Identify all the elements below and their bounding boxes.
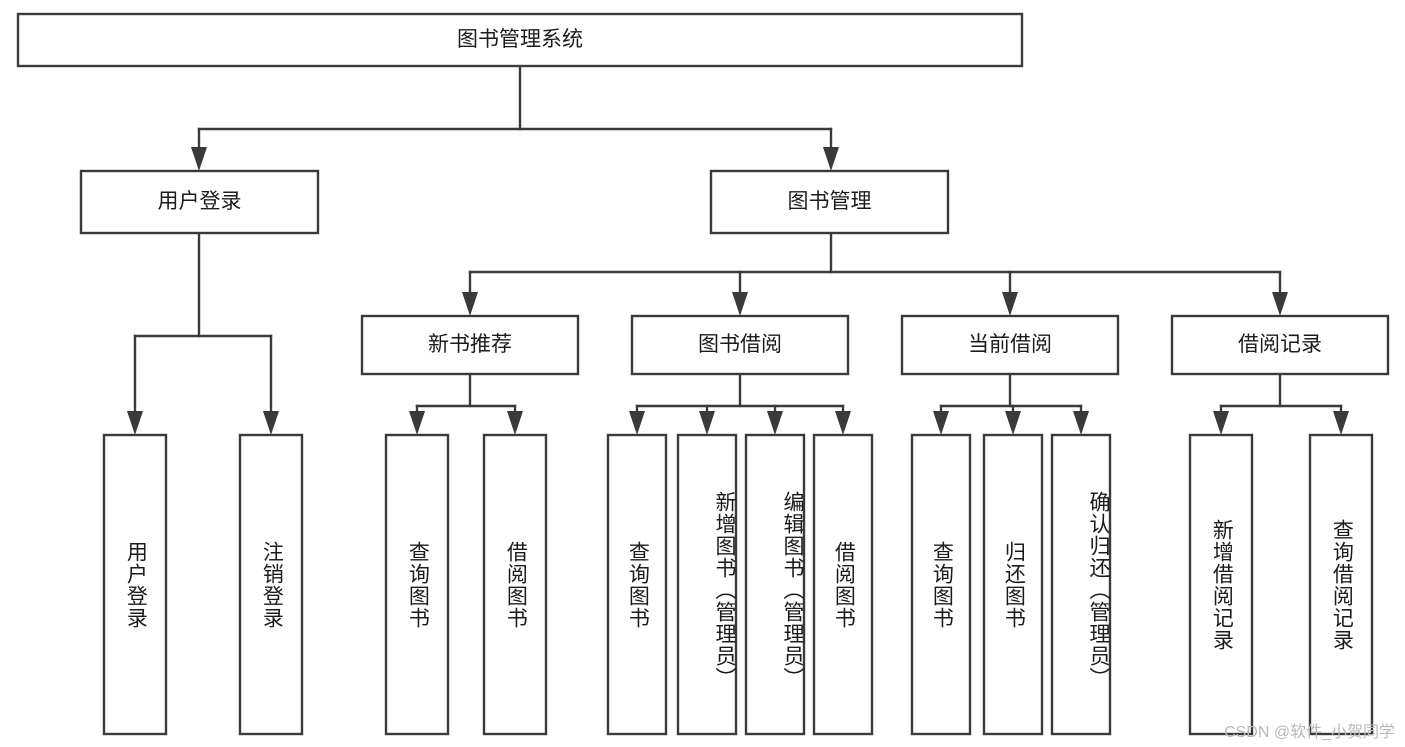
node-box-leaf-return-book[interactable]	[982, 433, 1044, 736]
connector-current-borrow-to-leaves	[933, 372, 1089, 435]
node-box-leaf-query-book-recommend[interactable]	[384, 433, 450, 736]
arrow-to-leaf-query-book-recommend	[409, 411, 425, 435]
arrow-to-leaf-edit-book-admin	[767, 411, 783, 435]
arrow-to-user-login	[191, 147, 207, 171]
arrow-to-current-borrow	[1002, 292, 1018, 316]
arrow-to-leaf-query-book-borrow	[629, 411, 645, 435]
node-box-leaf-user-login[interactable]	[102, 433, 168, 736]
arrow-to-leaf-logout-login	[263, 411, 279, 435]
connector-borrow-records-to-leaves	[1213, 372, 1349, 435]
node-box-new-book-recommend[interactable]	[360, 314, 580, 376]
arrow-to-borrow-records	[1272, 292, 1288, 316]
node-box-book-borrow[interactable]	[630, 314, 850, 376]
arrow-to-new-book-recommend	[462, 292, 478, 316]
arrow-to-leaf-add-book-admin	[699, 411, 715, 435]
connector-root-to-level2	[191, 64, 839, 171]
connector-book-borrow-to-leaves	[629, 372, 851, 435]
node-box-root[interactable]	[16, 12, 1024, 68]
node-box-leaf-add-book-admin[interactable]	[676, 433, 738, 736]
arrow-to-leaf-return-book	[1005, 411, 1021, 435]
node-box-borrow-records[interactable]	[1170, 314, 1390, 376]
node-box-leaf-query-book-current[interactable]	[910, 433, 972, 736]
arrow-to-leaf-user-login	[127, 411, 143, 435]
node-box-leaf-add-borrow-record[interactable]	[1188, 433, 1254, 736]
arrow-to-leaf-query-book-current	[933, 411, 949, 435]
arrow-to-book-management	[823, 147, 839, 171]
arrow-to-leaf-query-borrow-record	[1333, 411, 1349, 435]
node-box-leaf-confirm-return-admin[interactable]	[1050, 433, 1112, 736]
node-box-leaf-edit-book-admin[interactable]	[744, 433, 806, 736]
node-box-current-borrow[interactable]	[900, 314, 1120, 376]
arrow-to-book-borrow	[732, 292, 748, 316]
node-box-user-login[interactable]	[79, 169, 320, 235]
arrow-to-leaf-confirm-return-admin	[1073, 411, 1089, 435]
node-box-leaf-query-borrow-record[interactable]	[1308, 433, 1374, 736]
connector-user-login-to-leaves	[127, 231, 279, 435]
node-box-book-management[interactable]	[709, 169, 950, 235]
connector-new-book-recommend-to-leaves	[409, 372, 523, 435]
node-box-leaf-borrow-book-recommend[interactable]	[482, 433, 548, 736]
node-box-leaf-logout-login[interactable]	[238, 433, 304, 736]
arrow-to-leaf-borrow-book	[835, 411, 851, 435]
arrow-to-leaf-borrow-book-recommend	[507, 411, 523, 435]
arrow-to-leaf-add-borrow-record	[1213, 411, 1229, 435]
node-box-leaf-borrow-book[interactable]	[812, 433, 874, 736]
connector-book-management-to-level3	[462, 231, 1288, 316]
node-box-leaf-query-book-borrow[interactable]	[606, 433, 668, 736]
